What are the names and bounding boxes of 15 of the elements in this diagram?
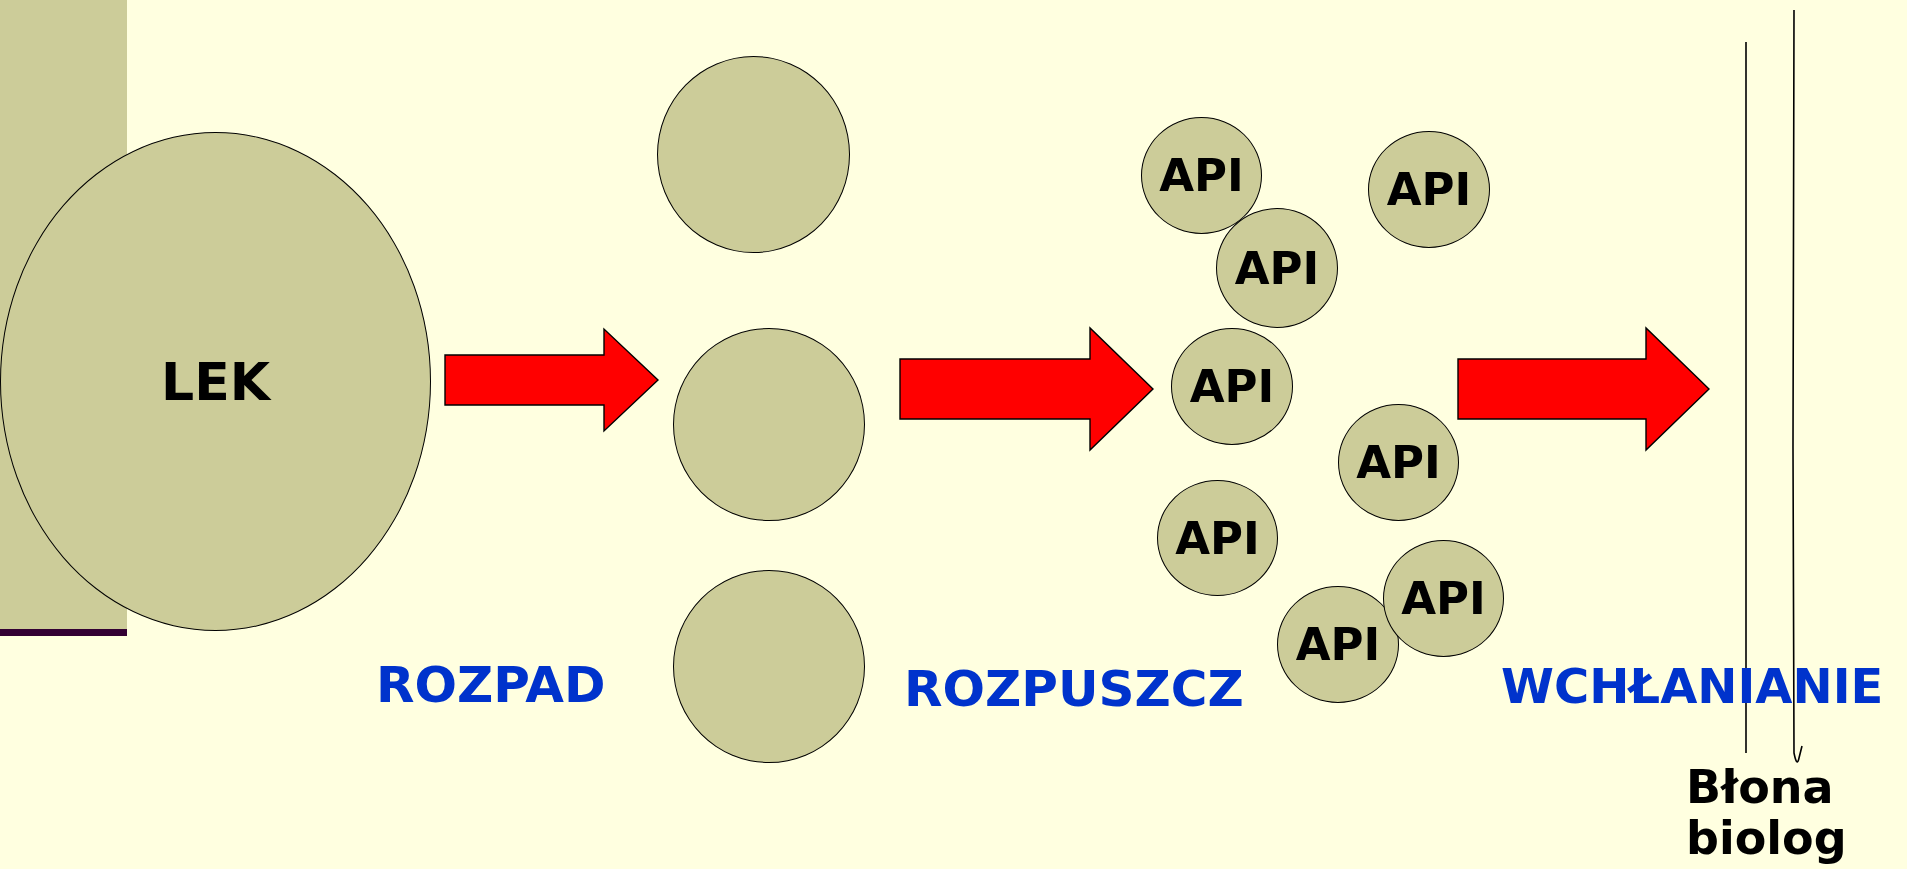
molecule-label: API: [1175, 515, 1260, 561]
block-arrow: [899, 326, 1154, 452]
block-arrow: [444, 327, 659, 433]
molecule-label: API: [1189, 364, 1275, 409]
molecule-label: API: [1234, 245, 1320, 291]
block-arrow: [1457, 326, 1710, 452]
molecule-label: API: [1401, 576, 1486, 621]
drug-label: LEK: [161, 355, 270, 408]
molecule-label: API: [1386, 167, 1472, 212]
stage-label: ROZPUSZCZ: [904, 664, 1244, 714]
stage-label: ROZPAD: [376, 660, 606, 710]
molecule-label: API: [1356, 440, 1441, 485]
molecule-label: API: [1159, 153, 1244, 198]
molecule-label: API: [1295, 622, 1381, 667]
membrane-label: Błona biolog: [1686, 762, 1848, 864]
